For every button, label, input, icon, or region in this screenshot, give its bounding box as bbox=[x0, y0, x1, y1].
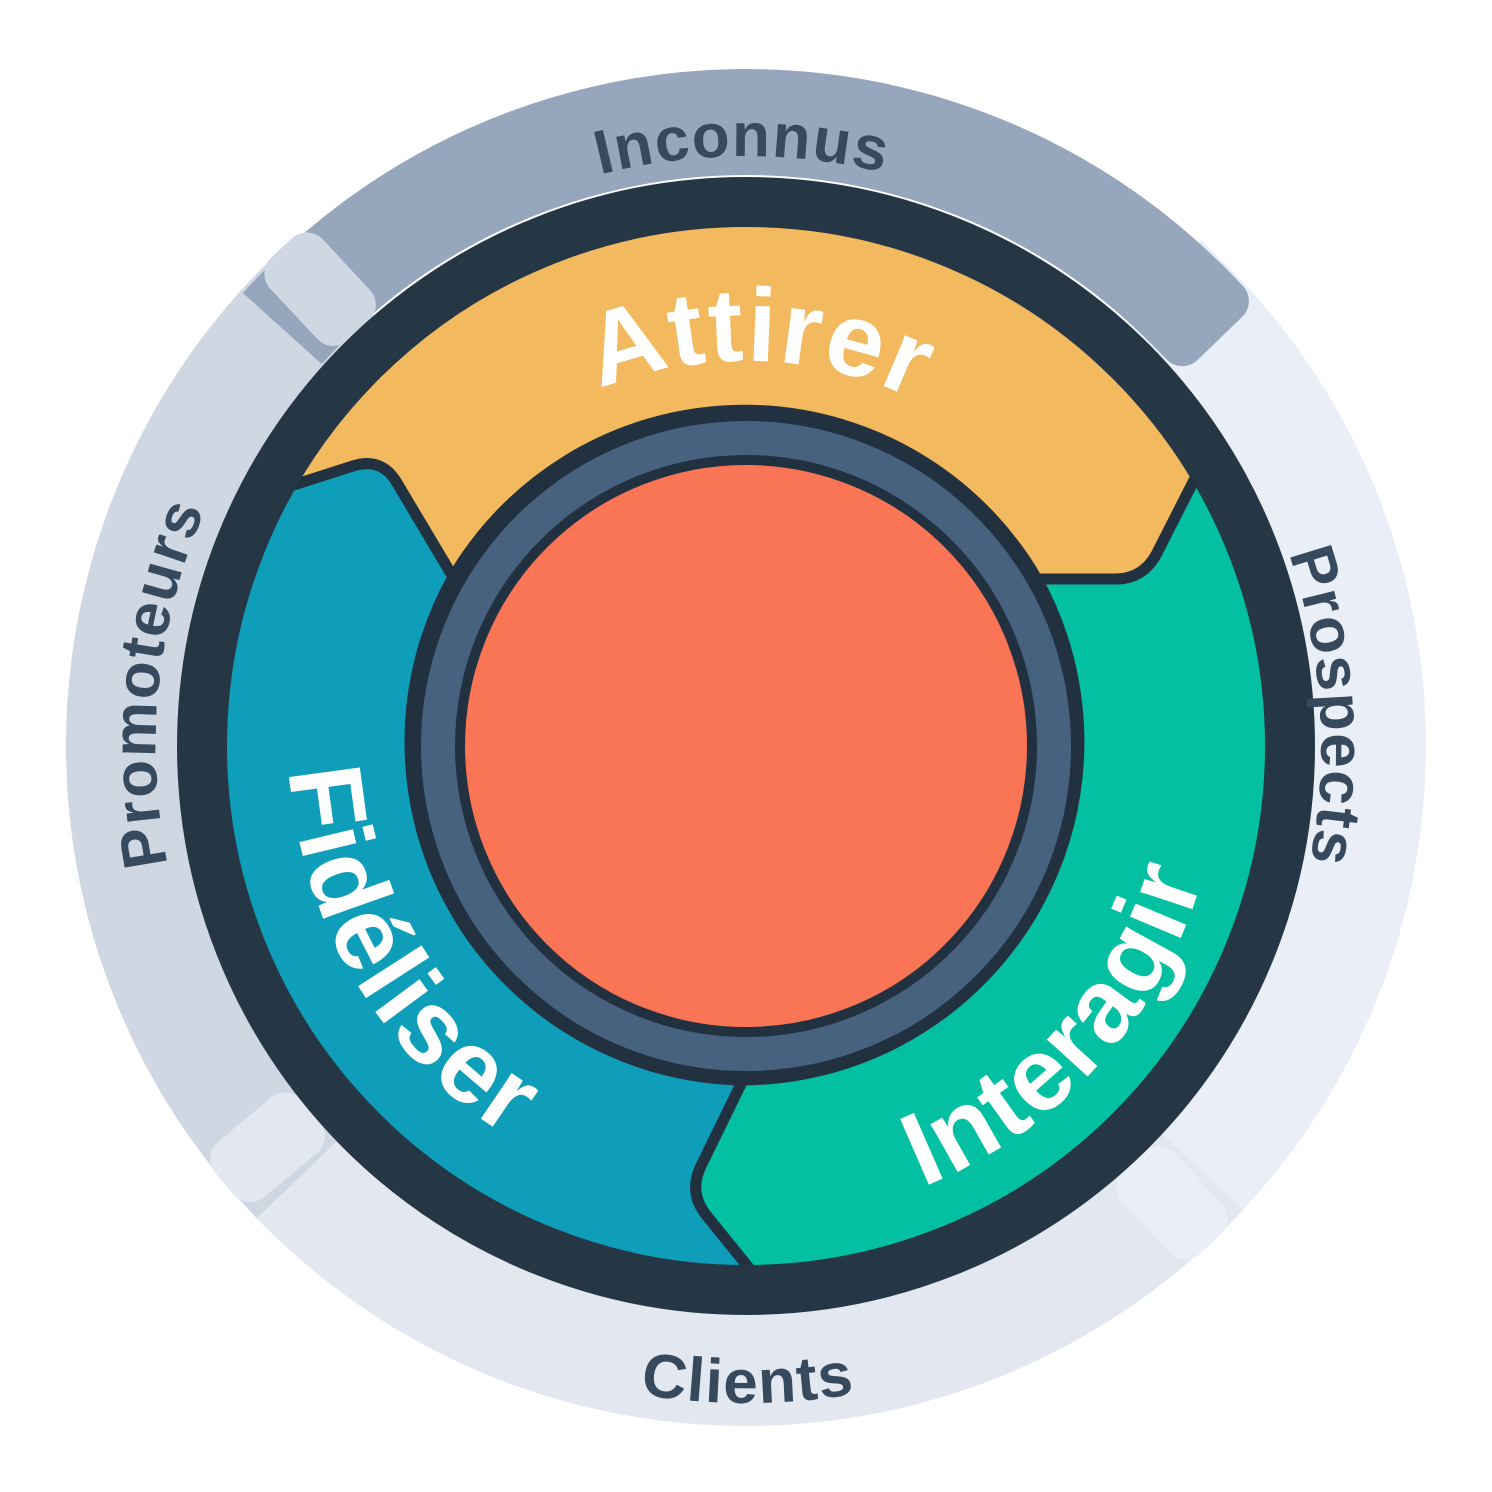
hub-orange-core bbox=[455, 455, 1037, 1037]
outer-audience-ring bbox=[66, 69, 1426, 1426]
ring-cap-customers-end bbox=[210, 1092, 326, 1203]
ring-cap-strangers-end bbox=[1140, 258, 1249, 367]
ring-cap-prospects-end bbox=[1116, 1145, 1228, 1260]
ring-arc-strangers bbox=[242, 69, 1233, 364]
audience-labels: Inconnus Prospects Clients Promoteurs bbox=[100, 101, 1375, 1417]
ring-arc-customers bbox=[225, 1111, 1244, 1426]
ring-arc-prospects bbox=[1125, 240, 1426, 1244]
ring-cap-promoters-end bbox=[264, 232, 376, 347]
ring-arc-promoters bbox=[66, 248, 359, 1219]
wheel-rim bbox=[177, 177, 1315, 1315]
label-customers: Clients bbox=[638, 1339, 858, 1417]
